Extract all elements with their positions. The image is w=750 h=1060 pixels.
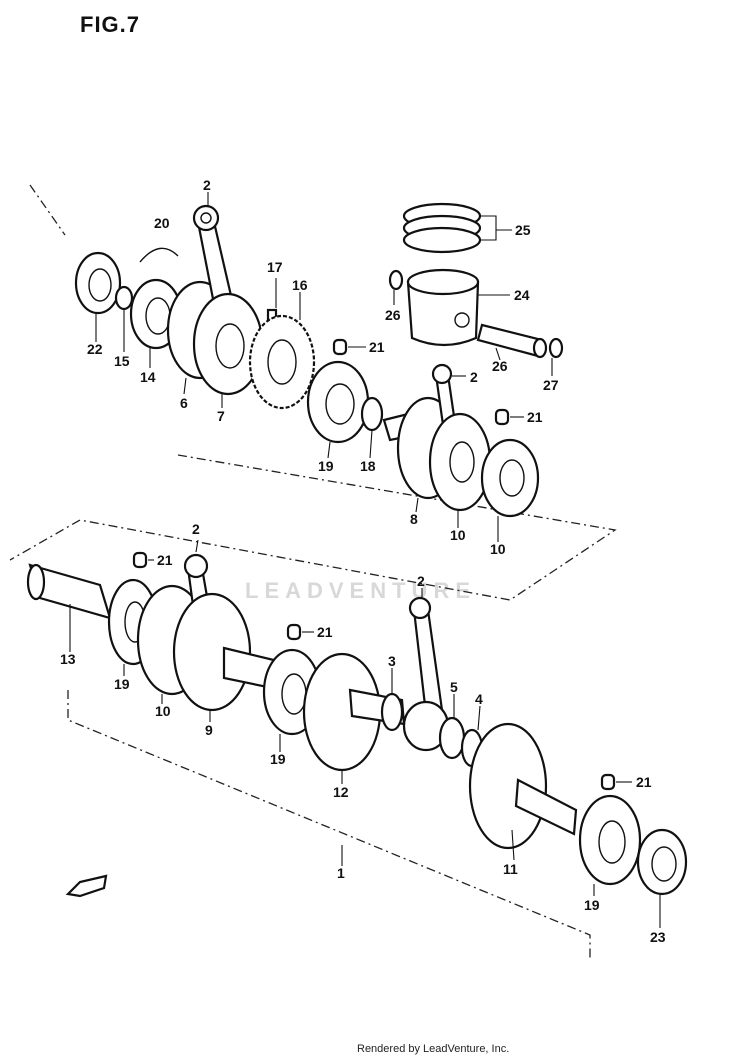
callout-8: 8 [410, 511, 418, 527]
bearing-19-upper[interactable] [306, 360, 370, 444]
o-ring-15[interactable] [114, 285, 134, 311]
bearing-10-right[interactable] [480, 438, 540, 518]
callout-17: 17 [267, 259, 283, 275]
callout-21: 21 [317, 624, 333, 640]
callout-13: 13 [60, 651, 76, 667]
crank-web-10[interactable] [428, 412, 492, 512]
callout-10: 10 [155, 703, 171, 719]
callout-16: 16 [292, 277, 308, 293]
callout-27: 27 [543, 377, 559, 393]
callout-26: 26 [385, 307, 401, 323]
leader-lines [69, 192, 661, 928]
callout-4: 4 [475, 691, 483, 707]
bearing-19-lower-right[interactable] [578, 794, 642, 886]
callout-26: 26 [492, 358, 508, 374]
oil-seal-22[interactable] [74, 251, 122, 315]
callout-7: 7 [217, 408, 225, 424]
pin-21-upper-right[interactable] [494, 408, 510, 426]
callout-19: 19 [584, 897, 600, 913]
callout-12: 12 [333, 784, 349, 800]
direction-arrow-icon [65, 874, 108, 898]
callout-11: 11 [503, 861, 518, 877]
gear-16[interactable] [248, 314, 316, 410]
callout-21: 21 [527, 409, 543, 425]
piston-rings-25[interactable] [402, 202, 482, 254]
callout-20: 20 [154, 215, 170, 231]
pin-21-lower-mid[interactable] [286, 623, 302, 641]
shaft-13[interactable] [26, 563, 112, 620]
piston-pin-26[interactable] [476, 323, 548, 359]
piston-24[interactable] [406, 268, 480, 347]
callout-labels: 2 20 17 16 25 24 26 26 27 22 15 14 6 7 2… [60, 177, 666, 945]
o-ring-18[interactable] [360, 396, 384, 432]
pin-21-lower-left[interactable] [132, 551, 148, 569]
callout-21: 21 [636, 774, 652, 790]
callout-10: 10 [450, 527, 466, 543]
callout-19: 19 [318, 458, 334, 474]
pin-21-lower-right[interactable] [600, 773, 616, 791]
circlip-27[interactable] [548, 337, 564, 359]
callout-24: 24 [514, 287, 530, 303]
callout-6: 6 [180, 395, 188, 411]
connecting-rod-upper[interactable] [192, 204, 234, 306]
callout-2: 2 [417, 573, 425, 589]
watermark-text: LEADVENTURE [245, 578, 477, 603]
callout-18: 18 [360, 458, 376, 474]
oil-seal-23[interactable] [636, 828, 688, 896]
callout-2: 2 [470, 369, 478, 385]
callout-14: 14 [140, 369, 156, 385]
callout-25: 25 [515, 222, 531, 238]
callout-9: 9 [205, 722, 213, 738]
callout-15: 15 [114, 353, 130, 369]
callout-21: 21 [157, 552, 173, 568]
circlip-20[interactable] [139, 247, 179, 263]
pin-21-upper-left[interactable] [332, 338, 348, 356]
callout-2: 2 [203, 177, 211, 193]
footer-credit: Rendered by LeadVenture, Inc. [357, 1043, 510, 1055]
needle-bearing-5[interactable] [438, 716, 466, 760]
callout-22: 22 [87, 341, 103, 357]
figure-title: FIG.7 [80, 12, 141, 37]
callout-3: 3 [388, 653, 396, 669]
callout-10: 10 [490, 541, 506, 557]
callout-23: 23 [650, 929, 666, 945]
assembly-outlines [9, 184, 617, 960]
crank-web-11[interactable] [468, 722, 578, 850]
callout-5: 5 [450, 679, 458, 695]
callout-2: 2 [192, 521, 200, 537]
o-ring-3[interactable] [380, 692, 404, 732]
callout-21: 21 [369, 339, 385, 355]
callout-19: 19 [114, 676, 130, 692]
callout-1: 1 [337, 865, 345, 881]
circlip-26-top[interactable] [388, 269, 404, 291]
callout-19: 19 [270, 751, 286, 767]
connecting-rod-lower-right[interactable] [402, 596, 450, 752]
